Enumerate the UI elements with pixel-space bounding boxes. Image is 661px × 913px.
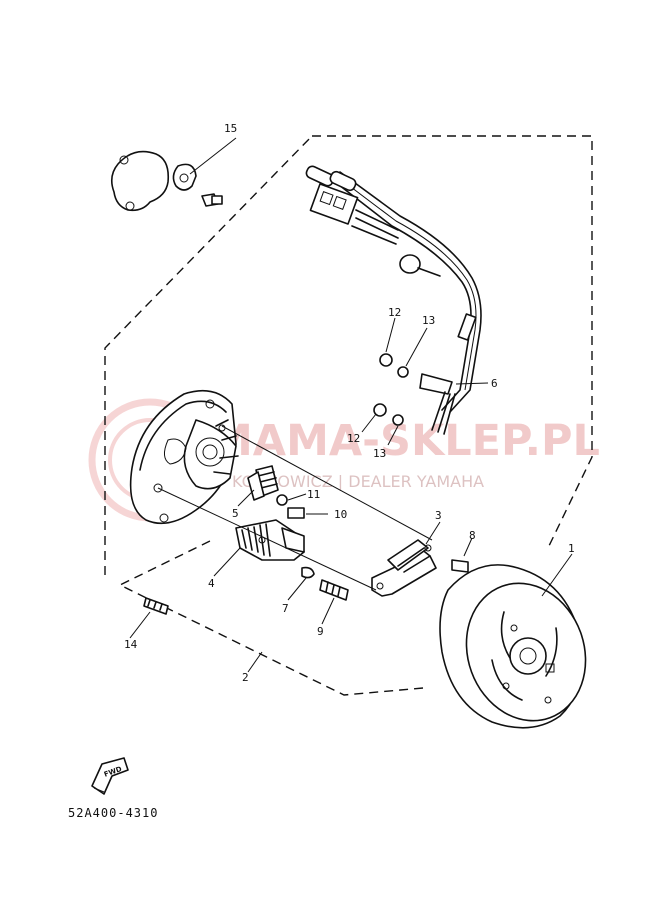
callout-13-upper: 13 bbox=[422, 314, 435, 327]
callout-2: 2 bbox=[242, 671, 249, 684]
watermark: MAMA-SKLEP.PL KOCHOWICZ | DEALER YAMAHA bbox=[88, 398, 600, 522]
callout-1: 1 bbox=[568, 542, 575, 555]
fasteners bbox=[143, 353, 469, 615]
fwd-arrow-icon: FWD bbox=[91, 757, 129, 795]
callout-labels: 15 12 13 6 12 13 11 10 5 3 8 1 4 7 9 14 … bbox=[124, 122, 575, 684]
washer-13-upper bbox=[397, 366, 409, 378]
screw-8 bbox=[451, 559, 469, 573]
pickup-coil bbox=[247, 465, 279, 501]
wire-harness bbox=[305, 165, 482, 435]
washer-7 bbox=[301, 566, 315, 579]
callout-13-lower: 13 bbox=[373, 447, 386, 460]
screw-9 bbox=[319, 579, 349, 601]
stator-plate bbox=[129, 389, 239, 525]
callout-8: 8 bbox=[469, 529, 476, 542]
source-coil bbox=[371, 539, 437, 597]
cover-assembly bbox=[110, 150, 223, 212]
callout-12-lower: 12 bbox=[347, 432, 360, 445]
leader-lines bbox=[129, 137, 573, 673]
callout-6: 6 bbox=[491, 377, 498, 390]
watermark-subtitle: KOCHOWICZ | DEALER YAMAHA bbox=[232, 472, 484, 491]
callout-10: 10 bbox=[334, 508, 347, 521]
callout-7: 7 bbox=[282, 602, 289, 615]
callout-12-upper: 12 bbox=[388, 306, 401, 319]
diagram-code: 52A400-4310 bbox=[68, 806, 158, 820]
callout-5: 5 bbox=[232, 507, 239, 520]
screw-10 bbox=[287, 507, 305, 519]
washer-11 bbox=[276, 494, 288, 506]
assembly-boundary bbox=[104, 135, 593, 696]
watermark-title: MAMA-SKLEP.PL bbox=[210, 416, 600, 466]
callout-4: 4 bbox=[208, 577, 215, 590]
callout-9: 9 bbox=[317, 625, 324, 638]
callout-11: 11 bbox=[307, 488, 320, 501]
callout-3: 3 bbox=[435, 509, 442, 522]
nut-12-lower bbox=[373, 403, 387, 417]
callout-15: 15 bbox=[224, 122, 237, 135]
washer-13-lower bbox=[392, 414, 404, 426]
nut-12-upper bbox=[379, 353, 393, 367]
flywheel-rotor bbox=[439, 564, 587, 729]
callout-14: 14 bbox=[124, 638, 138, 651]
